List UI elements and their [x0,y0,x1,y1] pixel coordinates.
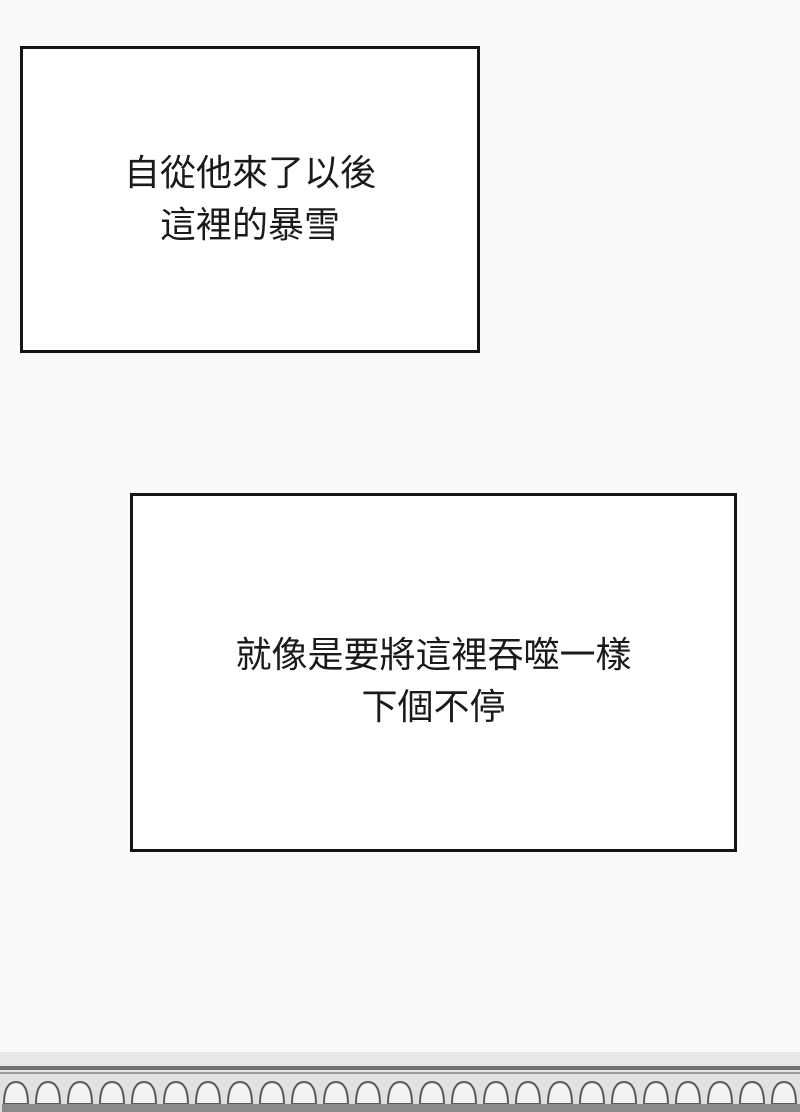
caption-box-1: 自從他來了以後 這裡的暴雪 [20,46,480,353]
roof-tile-shadow [194,1104,226,1112]
roof-tile [322,1080,350,1105]
roof-tile [386,1080,414,1105]
roof-tile-shadow [130,1104,162,1112]
caption-line: 就像是要將這裡吞噬一樣 [235,634,632,676]
roof-tile [98,1080,126,1105]
roof-tile-shadow [610,1104,642,1112]
caption-line: 下個不停 [361,686,506,728]
roof-tile [482,1080,510,1105]
roof-rail [0,1066,800,1070]
roof-tile [610,1080,638,1105]
roof-tile-shadow [738,1104,770,1112]
roof-tile [66,1080,94,1105]
roof-tile-shadow [642,1104,674,1112]
roof-tile-shadow [514,1104,546,1112]
roof-tile [130,1080,158,1105]
roof-tile [354,1080,382,1105]
roof-tile [162,1080,190,1105]
roof-tile-shadow [482,1104,514,1112]
roof-tile [34,1080,62,1105]
roof-tile [226,1080,254,1105]
roof-tile [578,1080,606,1105]
roof-tile-shadow [226,1104,258,1112]
roof-tile [738,1080,766,1105]
roof-tile [290,1080,318,1105]
caption-box-2: 就像是要將這裡吞噬一樣 下個不停 [130,493,737,852]
roof-tile-shadow [34,1104,66,1112]
roof-tile [642,1080,670,1105]
roof-tile [706,1080,734,1105]
roof-tile-shadow [2,1104,34,1112]
roof-tile-shadow [162,1104,194,1112]
roof-rail-shadow [0,1072,800,1074]
roof-tile [450,1080,478,1105]
roof-tile-shadow [66,1104,98,1112]
roof-tile [418,1080,446,1105]
roof-tile-shadow [450,1104,482,1112]
caption-line: 這裡的暴雪 [159,204,340,246]
roof-tile-shadow [290,1104,322,1112]
roof-tile-shadow [98,1104,130,1112]
roof-tile [258,1080,286,1105]
roof-tile-shadow [322,1104,354,1112]
roof-tile [514,1080,542,1105]
caption-line: 自從他來了以後 [123,152,376,194]
roof-tile-shadow [578,1104,610,1112]
roof-tile-shadow [418,1104,450,1112]
rooftop-strip-image [0,1052,800,1112]
roof-tile [546,1080,574,1105]
roof-tile-shadow [706,1104,738,1112]
roof-tile [674,1080,702,1105]
roof-tile-shadow [770,1104,800,1112]
roof-tile [770,1080,798,1105]
roof-tile-shadow [258,1104,290,1112]
roof-tile [194,1080,222,1105]
roof-tile-shadow [354,1104,386,1112]
roof-tile-shadow [674,1104,706,1112]
roof-tile [2,1080,30,1105]
roof-tiles-graphic [2,1080,800,1112]
roof-tile-shadow [546,1104,578,1112]
roof-tile-shadow [386,1104,418,1112]
